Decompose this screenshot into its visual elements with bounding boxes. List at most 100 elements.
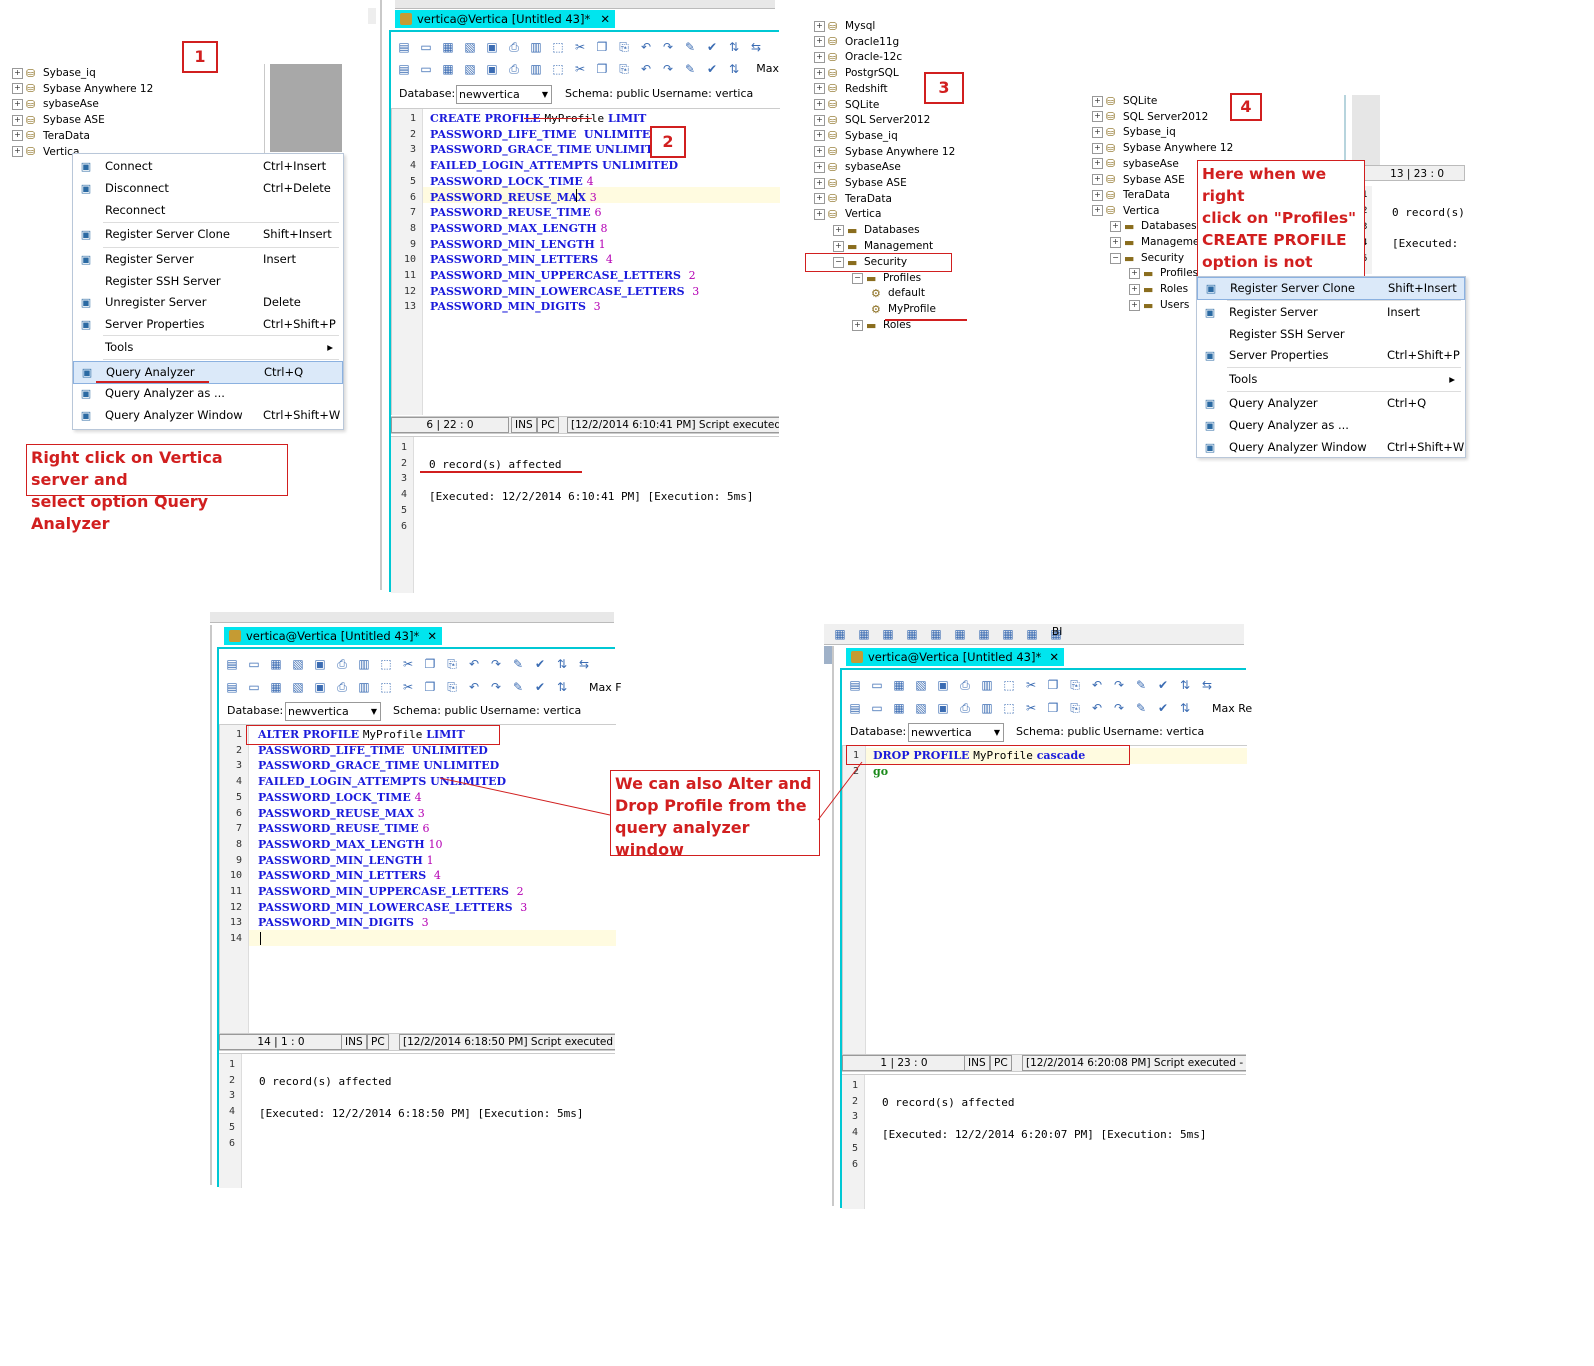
toolbar-button-icon[interactable]: ✂ — [402, 657, 414, 671]
toolbar-button-icon[interactable]: ▭ — [420, 40, 432, 54]
toolbar-button-icon[interactable]: ↷ — [490, 657, 502, 671]
query-tab-6[interactable]: vertica@Vertica [Untitled 43]* ✕ — [846, 648, 1064, 666]
expand-icon[interactable]: + — [814, 161, 825, 173]
toolbar-button-icon[interactable]: ▥ — [358, 680, 370, 694]
tree-node[interactable]: +⛁PostgrSQL — [814, 66, 899, 81]
toolbar-button-icon[interactable]: ⇅ — [728, 40, 740, 54]
expand-icon[interactable]: + — [12, 130, 23, 142]
tree-node[interactable]: +⛁TeraData — [12, 129, 90, 144]
close-tab-icon[interactable]: ✕ — [600, 12, 610, 26]
toolbar-button-icon[interactable]: ⇆ — [1201, 678, 1213, 692]
toolbar-button-icon[interactable]: ✎ — [512, 680, 524, 694]
toolbar-button-icon[interactable]: ▣ — [937, 701, 949, 715]
expand-icon[interactable]: + — [1129, 283, 1140, 295]
toolbar-button-icon[interactable]: ▦ — [442, 40, 454, 54]
tree-node[interactable]: +⛁Sybase Anywhere 12 — [1092, 141, 1233, 156]
toolbar-button-icon[interactable]: ⎘ — [1070, 678, 1080, 692]
tree-node[interactable]: +⛁Sybase Anywhere 12 — [12, 82, 153, 97]
tree-node[interactable]: +⛁Sybase_iq — [814, 129, 898, 144]
toolbar-button-icon[interactable]: ▥ — [530, 62, 542, 76]
toolbar-button-icon[interactable]: ⎙ — [337, 680, 347, 694]
tree-node[interactable]: +▬Management — [833, 239, 933, 254]
toolbar-button-icon[interactable]: ✔ — [534, 680, 546, 694]
toolbar-button-icon[interactable]: ✎ — [684, 62, 696, 76]
toolbar-button-icon[interactable]: ⎘ — [447, 680, 457, 694]
expand-icon[interactable]: + — [1092, 142, 1103, 154]
toolbar-button-icon[interactable]: ↶ — [468, 680, 480, 694]
toolbar-button-icon[interactable]: ↶ — [640, 40, 652, 54]
toolbar-button-icon[interactable]: ↷ — [1113, 678, 1125, 692]
toolbar-button-icon[interactable]: ▦ — [1050, 627, 1062, 641]
toolbar-button-icon[interactable]: ▧ — [292, 680, 304, 694]
tree-node[interactable]: +▬Profiles — [1129, 266, 1198, 281]
toolbar-button-icon[interactable]: ▤ — [398, 62, 410, 76]
toolbar-button-icon[interactable]: ✔ — [1157, 701, 1169, 715]
toolbar-button-icon[interactable]: ▣ — [486, 40, 498, 54]
tree-node[interactable]: +⛁SQLite — [814, 98, 879, 113]
database-select[interactable]: newvertica▼ — [908, 723, 1004, 742]
toolbar-button-icon[interactable]: ▦ — [893, 701, 905, 715]
toolbar-button-icon[interactable]: ❐ — [424, 657, 436, 671]
toolbar-button-icon[interactable]: ⇆ — [578, 657, 590, 671]
expand-icon[interactable]: + — [814, 193, 825, 205]
database-select[interactable]: newvertica▼ — [285, 702, 381, 721]
expand-icon[interactable]: − — [852, 272, 863, 284]
tree-node[interactable]: +⛁Sybase_iq — [12, 66, 96, 81]
menu-item-query-analyzer-as[interactable]: ▣Query Analyzer as ... — [1197, 415, 1465, 436]
tree-node[interactable]: +⛁Oracle-12c — [814, 50, 902, 65]
expand-icon[interactable]: + — [1092, 158, 1103, 170]
toolbar-button-icon[interactable]: ↶ — [1091, 701, 1103, 715]
tree-node[interactable]: +⛁SQLite — [1092, 94, 1157, 109]
expand-icon[interactable]: − — [833, 256, 844, 268]
expand-icon[interactable]: + — [814, 208, 825, 220]
expand-icon[interactable]: + — [852, 319, 863, 331]
toolbar-button-icon[interactable]: ↷ — [662, 62, 674, 76]
expand-icon[interactable]: + — [814, 177, 825, 189]
expand-icon[interactable]: + — [1092, 174, 1103, 185]
tree-node[interactable]: +⛁Sybase Anywhere 12 — [814, 145, 955, 160]
tree-node[interactable]: +▬Roles — [1129, 282, 1188, 297]
toolbar-button-icon[interactable]: ▧ — [464, 62, 476, 76]
toolbar-button-icon[interactable]: ↷ — [1113, 701, 1125, 715]
toolbar-button-icon[interactable]: ✎ — [1135, 678, 1147, 692]
toolbar-button-icon[interactable]: ▦ — [858, 627, 870, 641]
expand-icon[interactable]: + — [814, 20, 825, 32]
toolbar-button-icon[interactable]: ✎ — [512, 657, 524, 671]
toolbar-button-icon[interactable]: ⎘ — [1070, 701, 1080, 715]
toolbar-button-icon[interactable]: ▦ — [270, 680, 282, 694]
toolbar-button-icon[interactable]: ▦ — [978, 627, 990, 641]
expand-icon[interactable]: + — [833, 224, 844, 236]
toolbar-button-icon[interactable]: ❐ — [596, 62, 608, 76]
toolbar-button-icon[interactable]: ⇅ — [556, 657, 568, 671]
toolbar-button-icon[interactable]: ⎘ — [447, 657, 457, 671]
toolbar-button-icon[interactable]: ✔ — [706, 62, 718, 76]
toolbar-button-icon[interactable]: ▦ — [1002, 627, 1014, 641]
expand-icon[interactable]: + — [814, 146, 825, 158]
expand-icon[interactable]: + — [12, 83, 23, 95]
toolbar-button-icon[interactable]: ▦ — [442, 62, 454, 76]
database-select[interactable]: newvertica▼ — [456, 85, 552, 104]
toolbar-button-icon[interactable]: ▦ — [270, 657, 282, 671]
toolbar-button-icon[interactable]: ↷ — [662, 40, 674, 54]
toolbar-button-icon[interactable]: ✂ — [574, 62, 586, 76]
tree-node[interactable]: +⛁sybaseAse — [814, 160, 901, 175]
toolbar-button-icon[interactable]: ▦ — [1026, 627, 1038, 641]
expand-icon[interactable]: + — [814, 114, 825, 126]
toolbar-button-icon[interactable]: ⇅ — [556, 680, 568, 694]
menu-item-reconnect[interactable]: Reconnect — [73, 200, 343, 221]
expand-icon[interactable]: + — [1129, 299, 1140, 311]
tree-node[interactable]: +▬Users — [1129, 298, 1189, 313]
toolbar-button-icon[interactable]: ▧ — [915, 678, 927, 692]
expand-icon[interactable]: + — [814, 67, 825, 79]
